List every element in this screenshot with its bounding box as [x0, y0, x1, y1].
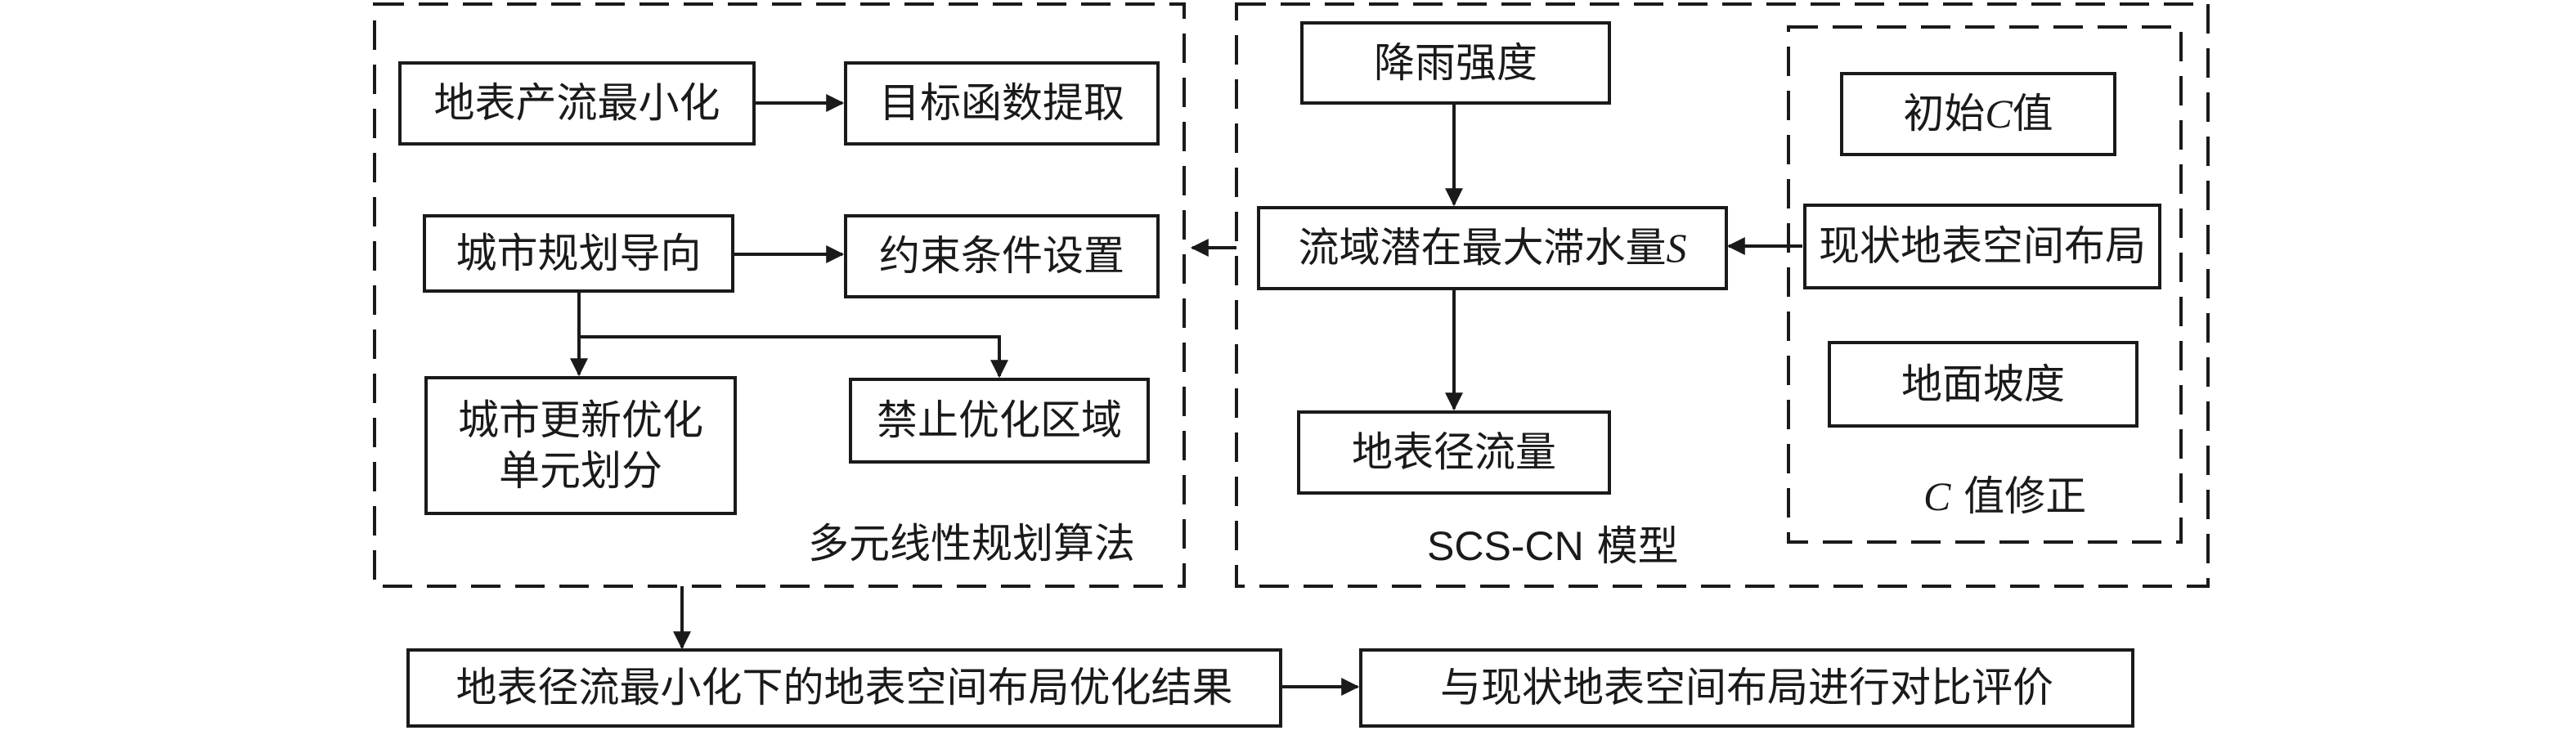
- node-initial-c-text1: 初始: [1903, 90, 1986, 138]
- node-slope-label: 地面坡度: [1901, 360, 2065, 408]
- node-forbidden-zone: 禁止优化区域: [849, 378, 1150, 464]
- node-compare-label: 与现状地表空间布局进行对比评价: [1440, 664, 2053, 712]
- initial-c-symbol: C: [1985, 91, 2013, 137]
- node-objective-extraction: 目标函数提取: [844, 61, 1160, 146]
- node-constraints: 约束条件设置: [844, 214, 1160, 298]
- c-caption-symbol: C: [1923, 473, 1951, 519]
- node-initial-c: 初始 C 值: [1840, 72, 2116, 156]
- node-runoff-label: 地表径流量: [1352, 428, 1556, 477]
- lp-algorithm-frame: [373, 2, 1186, 588]
- c-value-correction-caption: C 值修正: [1923, 476, 2086, 517]
- node-objective-label: 目标函数提取: [879, 79, 1124, 128]
- retention-symbol: S: [1666, 225, 1687, 271]
- node-retention-s: 流域潜在最大滞水量 S: [1257, 206, 1728, 290]
- node-current-layout: 现状地表空间布局: [1803, 204, 2161, 289]
- node-urban-planning: 城市规划导向: [423, 214, 734, 293]
- c-caption-text: 值修正: [1950, 473, 2087, 520]
- node-current-layout-label: 现状地表空间布局: [1819, 222, 2146, 271]
- lp-algorithm-caption: 多元线性规划算法: [808, 520, 1135, 567]
- node-retention-text: 流域潜在最大滞水量: [1298, 224, 1667, 272]
- node-min-runoff: 地表产流最小化: [398, 61, 756, 146]
- node-surface-runoff: 地表径流量: [1297, 410, 1611, 495]
- node-urban-planning-label: 城市规划导向: [456, 229, 702, 277]
- scs-cn-model-frame: [1235, 2, 2210, 588]
- scs-cn-caption-latin: SCS-CN: [1427, 523, 1584, 569]
- node-comparison-evaluation: 与现状地表空间布局进行对比评价: [1359, 648, 2134, 728]
- arrow-urban-plan-branches: [577, 293, 999, 338]
- node-constraints-label: 约束条件设置: [879, 232, 1124, 280]
- node-unit-division: 城市更新优化 单元划分: [424, 376, 737, 515]
- node-rain-label: 降雨强度: [1374, 38, 1537, 87]
- node-ground-slope: 地面坡度: [1828, 341, 2138, 428]
- node-unit-division-line1: 城市更新优化: [458, 396, 703, 444]
- node-optimization-result: 地表径流最小化下的地表空间布局优化结果: [406, 648, 1282, 728]
- scs-cn-caption: SCS-CN 模型: [1427, 526, 1679, 567]
- scs-cn-caption-text: 模型: [1583, 522, 1679, 570]
- c-value-correction-frame: [1787, 25, 2183, 544]
- node-min-runoff-label: 地表产流最小化: [433, 79, 720, 128]
- node-initial-c-text2: 值: [2012, 90, 2053, 138]
- node-forbidden-label: 禁止优化区域: [877, 397, 1122, 445]
- node-rain-intensity: 降雨强度: [1300, 21, 1611, 105]
- node-result-label: 地表径流最小化下的地表空间布局优化结果: [456, 664, 1233, 712]
- node-unit-division-line2: 单元划分: [499, 447, 662, 495]
